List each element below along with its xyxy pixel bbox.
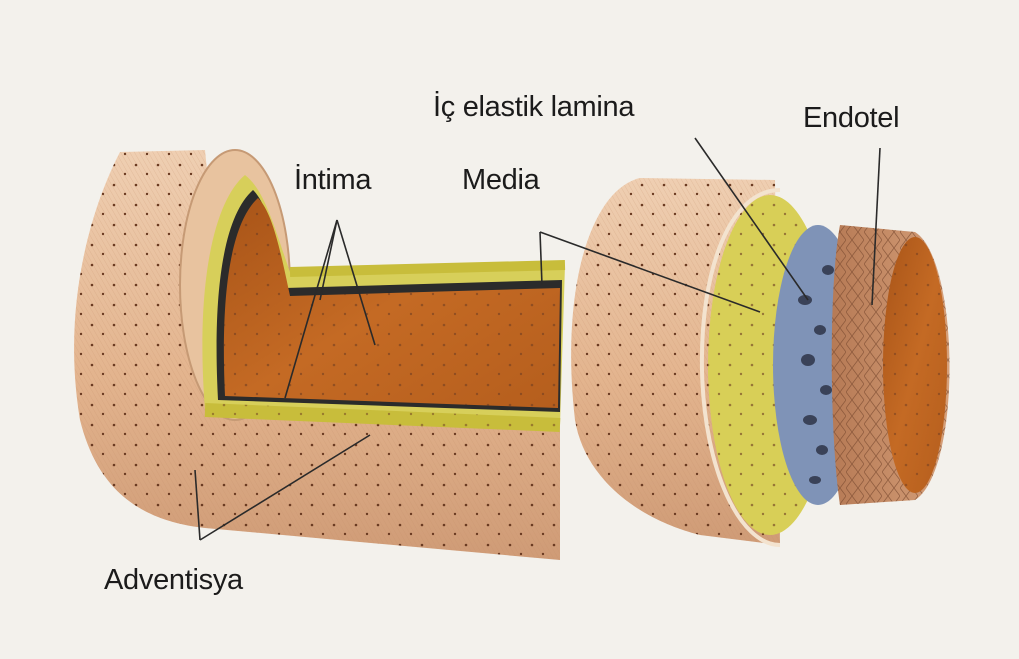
- media-label: Media: [462, 164, 540, 197]
- endothelium-cylinder: [832, 225, 950, 505]
- adventisya-label: Adventisya: [104, 564, 243, 597]
- ic-elastik-lamina-label: İç elastik lamina: [433, 91, 634, 124]
- intima-label: İntima: [294, 164, 371, 197]
- endotel-label: Endotel: [803, 102, 899, 135]
- cut-channel: [202, 175, 565, 425]
